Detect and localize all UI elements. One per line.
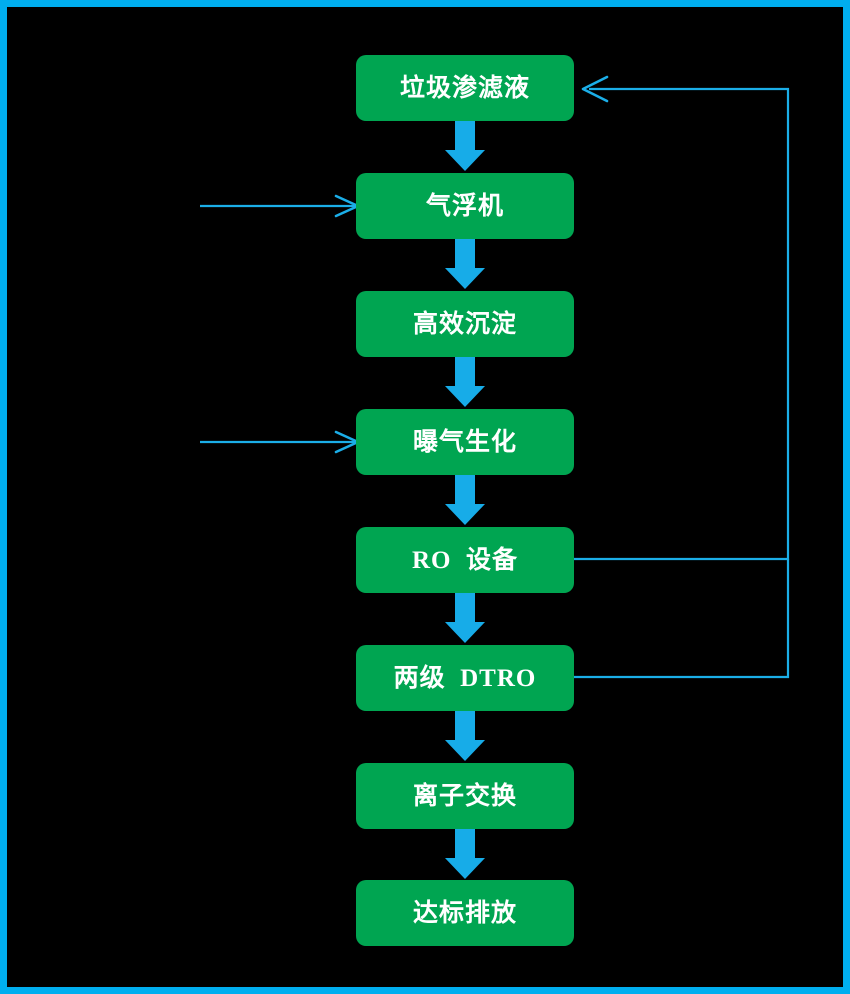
feed-into-flotation-arrow [200,194,360,218]
ro-return-line [574,87,790,561]
return-connectors [574,75,790,679]
node-ro[interactable]: RO 设备 [356,527,574,593]
node-leachate-label: 垃圾渗滤液 [399,74,530,102]
node-ro-label: RO 设备 [411,546,518,574]
dtro-return-line [574,559,790,679]
node-ion-exchange[interactable]: 离子交换 [356,763,574,829]
flow-arrow-down-icon [444,592,486,644]
flow-arrow-down-icon [444,710,486,762]
node-aeration[interactable]: 曝气生化 [356,409,574,475]
node-discharge[interactable]: 达标排放 [356,880,574,946]
node-discharge-label: 达标排放 [412,899,517,927]
node-leachate[interactable]: 垃圾渗滤液 [356,55,574,121]
node-aeration-label: 曝气生化 [412,428,517,456]
node-settling-label: 高效沉淀 [412,310,517,338]
node-ion-exchange-label: 离子交换 [412,782,517,810]
return-arrowhead-icon [581,75,609,103]
node-flotation-label: 气浮机 [425,192,504,220]
node-flotation[interactable]: 气浮机 [356,173,574,239]
node-settling[interactable]: 高效沉淀 [356,291,574,357]
node-dtro[interactable]: 两级 DTRO [356,645,574,711]
flow-arrow-down-icon [444,474,486,526]
flow-arrow-down-icon [444,356,486,408]
feed-into-aeration-arrow [200,430,360,454]
node-dtro-label: 两级 DTRO [393,664,537,692]
flow-arrow-down-icon [444,828,486,880]
flow-arrow-down-icon [444,120,486,172]
flow-arrow-down-icon [444,238,486,290]
